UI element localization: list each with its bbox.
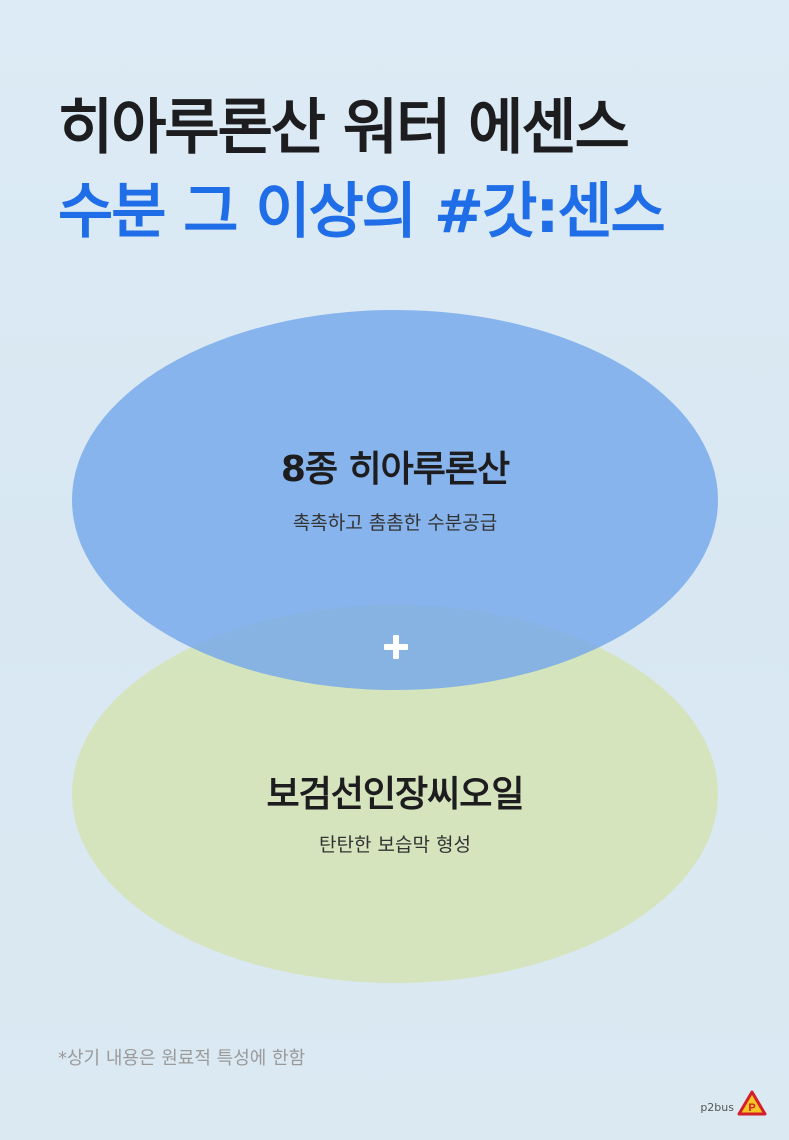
ingredient-2-description: 탄탄한 보습막 형성 bbox=[319, 834, 471, 856]
blue-ellipse bbox=[72, 310, 718, 690]
brand-text: p2bus bbox=[700, 1101, 734, 1114]
ingredient-2-title: 보검선인장씨오일 bbox=[266, 774, 525, 815]
ingredient-1-description: 촉촉하고 촘촘한 수분공급 bbox=[292, 512, 498, 534]
ingredient-1-title: 8종 히아루론산 bbox=[280, 449, 510, 490]
svg-text:P: P bbox=[748, 1102, 755, 1114]
brand-logo: p2bus P bbox=[700, 1090, 767, 1116]
footnote: *상기 내용은 원료적 특성에 한함 bbox=[58, 1048, 306, 1069]
p-triangle-logo-icon: P bbox=[737, 1090, 767, 1116]
headline-line-2: 수분 그 이상의 #갓:센스 bbox=[58, 177, 666, 247]
headline-line-1: 히아루론산 워터 에센스 bbox=[58, 93, 630, 163]
plus-icon bbox=[384, 635, 408, 659]
